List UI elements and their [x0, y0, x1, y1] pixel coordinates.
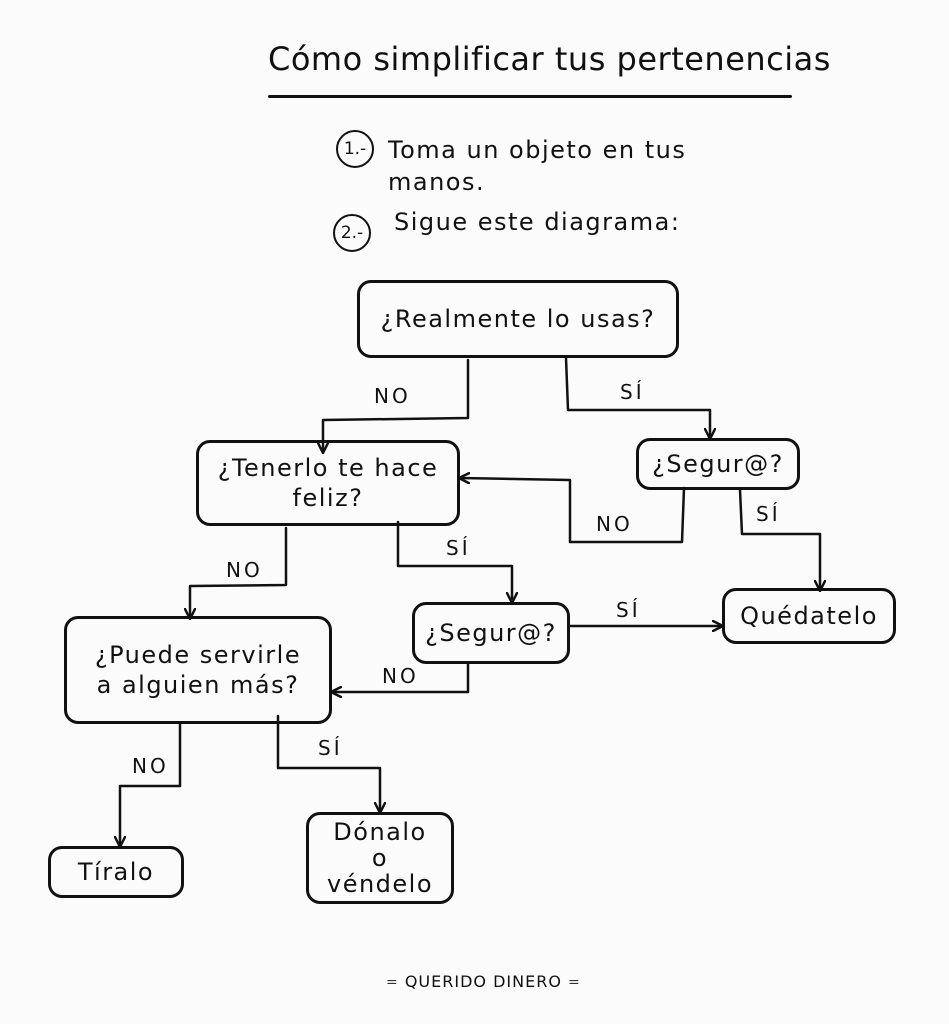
- connector-feliz-no: [190, 526, 288, 618]
- edge-label-feliz-si: SÍ: [446, 536, 471, 560]
- connector-servirle-no: [120, 722, 182, 846]
- step-1-text: Toma un objeto en tus manos.: [388, 136, 687, 196]
- connector-seguro-top-si: [738, 488, 820, 590]
- edge-label-seguro-top-no: NO: [596, 512, 633, 536]
- brand-logo: = QUERIDO DINERO =: [386, 972, 580, 991]
- edge-label-feliz-no: NO: [226, 558, 263, 582]
- brand-text: QUERIDO DINERO: [404, 972, 562, 991]
- page-title: Cómo simplificar tus pertenencias: [268, 40, 831, 78]
- node-tenerlo-te-hace-feliz: ¿Tenerlo te hace feliz?: [196, 440, 460, 526]
- node-quedatelo: Quédatelo: [722, 588, 896, 644]
- node-seguro-mid: ¿Segur@?: [412, 602, 570, 664]
- brand-right-dashes: =: [568, 974, 581, 991]
- step-2-number: 2.-: [333, 214, 371, 252]
- edge-label-seguro-mid-no: NO: [382, 664, 419, 688]
- brand-left-dashes: =: [386, 974, 399, 991]
- node-realmente-lo-usas: ¿Realmente lo usas?: [357, 280, 679, 358]
- edge-label-servirle-si: SÍ: [318, 736, 343, 760]
- node-donalo-o-vendelo: Dónalo o véndelo: [306, 812, 454, 904]
- connector-realmente-si: [564, 356, 710, 438]
- edge-label-seguro-mid-si: SÍ: [616, 598, 641, 622]
- connector-servirle-si: [276, 714, 380, 812]
- node-seguro-top: ¿Segur@?: [636, 438, 800, 490]
- title-underline: [268, 95, 792, 98]
- edge-label-seguro-top-si: SÍ: [756, 502, 781, 526]
- step-2-text: Sigue este diagrama:: [394, 208, 681, 236]
- connector-feliz-si: [396, 520, 512, 602]
- connector-seguro-top-no: [460, 478, 686, 544]
- step-1-number: 1.-: [336, 130, 374, 168]
- edge-label-realmente-no: NO: [374, 384, 411, 408]
- connector-realmente-no: [323, 358, 470, 452]
- node-tiralo: Tíralo: [48, 846, 184, 898]
- connector-seguro-mid-no: [332, 662, 470, 692]
- node-puede-servirle: ¿Puede servirle a alguien más?: [64, 616, 332, 724]
- edge-label-servirle-no: NO: [132, 754, 169, 778]
- edge-label-realmente-si: SÍ: [620, 380, 645, 404]
